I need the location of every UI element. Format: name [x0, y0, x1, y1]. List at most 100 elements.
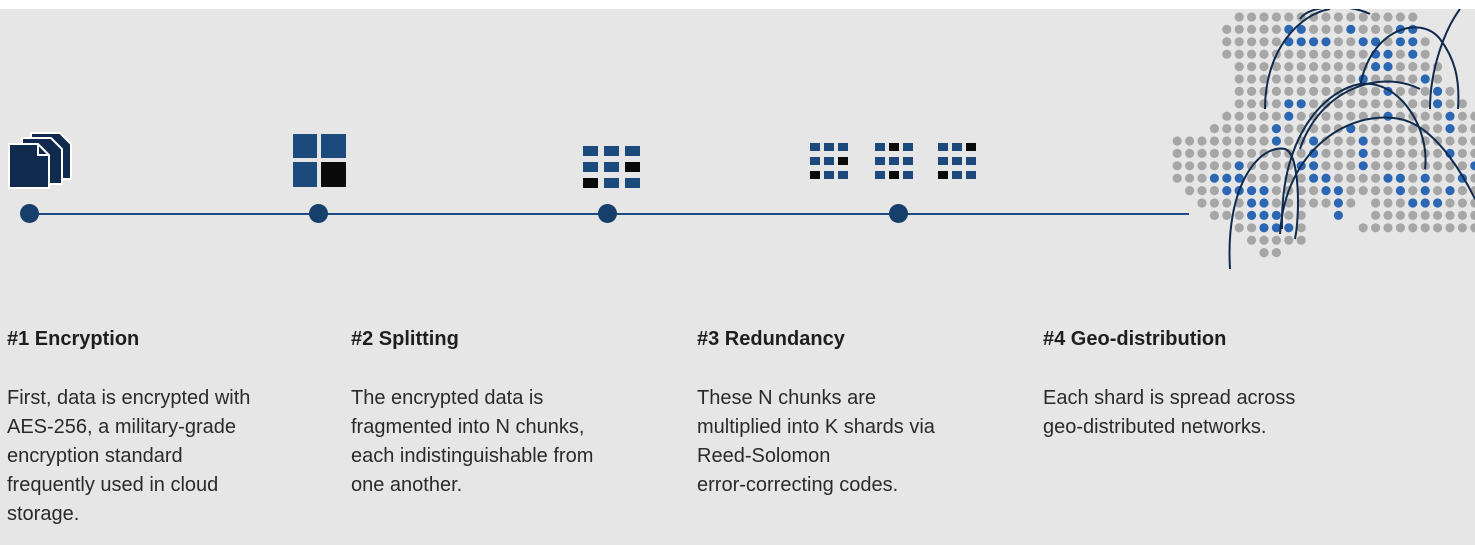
map-dot [1420, 198, 1430, 208]
chunk-cell [583, 162, 598, 172]
map-dot [1259, 111, 1269, 121]
map-dot [1259, 161, 1269, 171]
map-dot [1408, 99, 1418, 109]
step-2-title: #2 Splitting [351, 328, 459, 350]
map-dot [1259, 24, 1269, 34]
step-4: #4 Geo-distribution Each shard is spread… [1043, 327, 1363, 442]
map-dot [1284, 124, 1294, 134]
map-dot [1247, 111, 1257, 121]
map-dot [1284, 74, 1294, 84]
map-dot [1296, 37, 1306, 47]
map-dot [1445, 210, 1455, 220]
map-dot [1296, 223, 1306, 233]
map-dot [1383, 62, 1393, 72]
map-dot [1222, 24, 1232, 34]
map-dot [1271, 62, 1281, 72]
map-dot [1321, 24, 1331, 34]
shard-a-cell [810, 143, 820, 151]
map-dot [1346, 124, 1356, 134]
map-dot [1408, 136, 1418, 146]
map-dot [1259, 62, 1269, 72]
map-dot [1408, 74, 1418, 84]
shard-a-cell [810, 171, 820, 179]
map-dot [1395, 124, 1405, 134]
map-dot [1333, 111, 1343, 121]
map-dot [1234, 86, 1244, 96]
map-dot [1333, 148, 1343, 158]
map-dot [1222, 210, 1232, 220]
map-dot [1333, 37, 1343, 47]
map-dot [1420, 111, 1430, 121]
map-dot [1172, 161, 1182, 171]
map-dot [1284, 111, 1294, 121]
map-dot [1445, 99, 1455, 109]
map-dot [1371, 210, 1381, 220]
map-dot [1234, 62, 1244, 72]
map-dot [1309, 161, 1319, 171]
map-dot [1271, 148, 1281, 158]
map-dot [1346, 62, 1356, 72]
map-dot [1271, 198, 1281, 208]
map-dot [1234, 198, 1244, 208]
timeline-node-1 [20, 204, 39, 223]
map-dot [1408, 12, 1418, 22]
map-dot [1209, 173, 1219, 183]
map-dot [1383, 186, 1393, 196]
map-dot [1445, 223, 1455, 233]
shard-b-cell [889, 157, 899, 165]
map-dot [1309, 198, 1319, 208]
map-dot [1395, 62, 1405, 72]
map-dot [1445, 124, 1455, 134]
map-dot [1457, 99, 1467, 109]
map-dot [1321, 161, 1331, 171]
map-dot [1395, 223, 1405, 233]
map-arc [1264, 9, 1331, 110]
map-dot [1445, 86, 1455, 96]
map-dot [1185, 186, 1195, 196]
map-dot [1395, 173, 1405, 183]
map-dot [1247, 186, 1257, 196]
map-dot [1234, 24, 1244, 34]
map-dot [1408, 148, 1418, 158]
map-dot [1271, 124, 1281, 134]
map-dot [1457, 210, 1467, 220]
map-dot [1259, 49, 1269, 59]
map-dot [1321, 186, 1331, 196]
map-dot [1433, 223, 1443, 233]
map-dot [1395, 86, 1405, 96]
map-dot [1247, 37, 1257, 47]
map-dot [1371, 136, 1381, 146]
map-dot [1433, 74, 1443, 84]
shard-c-cell [938, 157, 948, 165]
map-dot [1309, 173, 1319, 183]
map-dot [1234, 136, 1244, 146]
map-dot [1457, 223, 1467, 233]
map-dot [1259, 12, 1269, 22]
documents-stack-icon [8, 132, 72, 189]
map-dot [1234, 49, 1244, 59]
map-dot [1346, 148, 1356, 158]
map-dot [1309, 37, 1319, 47]
map-dot [1408, 62, 1418, 72]
map-dot [1395, 136, 1405, 146]
map-dot [1271, 74, 1281, 84]
map-dot [1457, 111, 1467, 121]
map-dot [1371, 12, 1381, 22]
map-dot [1321, 173, 1331, 183]
map-dot [1309, 186, 1319, 196]
map-dot [1271, 210, 1281, 220]
map-dot [1433, 148, 1443, 158]
shard-b-cell [903, 143, 913, 151]
map-dot [1247, 223, 1257, 233]
map-dot [1358, 37, 1368, 47]
map-dot [1271, 99, 1281, 109]
map-dot [1346, 24, 1356, 34]
map-dot [1346, 49, 1356, 59]
map-dot [1296, 235, 1306, 245]
map-dot [1457, 124, 1467, 134]
map-dot [1395, 161, 1405, 171]
split-blocks-icon [293, 134, 346, 187]
map-dot [1395, 148, 1405, 158]
map-dot [1197, 173, 1207, 183]
map-dot [1358, 136, 1368, 146]
